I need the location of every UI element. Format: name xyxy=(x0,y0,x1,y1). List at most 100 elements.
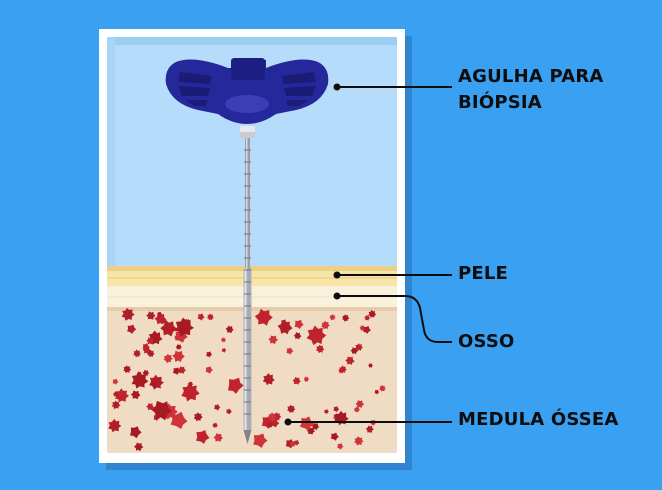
air-inner-shadow xyxy=(107,37,397,45)
marrow-cell xyxy=(268,412,277,421)
marrow-cell xyxy=(134,442,144,452)
marrow-cell xyxy=(112,378,119,385)
marrow-cell xyxy=(333,406,340,412)
skin-label: PELE xyxy=(458,263,509,284)
marrow-cell xyxy=(355,400,365,408)
marrow-cell xyxy=(311,422,320,431)
marrow-cell xyxy=(253,433,268,448)
marrow-cell xyxy=(121,307,135,321)
bone-edge xyxy=(107,307,397,311)
marrow-cell xyxy=(368,310,377,318)
marrow-label: MEDULA ÓSSEA xyxy=(458,409,619,430)
marrow-cell xyxy=(324,409,329,414)
marrow-cell xyxy=(147,349,155,358)
marrow-cell xyxy=(225,325,234,333)
needle-cannula xyxy=(243,268,252,430)
marrow-cell xyxy=(146,311,156,320)
needle-handle-center xyxy=(225,95,269,113)
marrow-cell xyxy=(130,390,141,400)
marrow-cell xyxy=(254,308,273,326)
marrow-cell xyxy=(214,404,221,411)
label-pointer-dots xyxy=(284,83,341,426)
marrow-cell xyxy=(196,430,210,444)
marrow-cell xyxy=(292,376,301,385)
marrow-cell xyxy=(146,337,155,345)
marrow-cell xyxy=(316,344,325,354)
marrow-cell xyxy=(350,347,359,355)
marrow-cell xyxy=(133,349,141,358)
marrow-cell xyxy=(364,315,371,321)
marrow-cell xyxy=(129,426,142,439)
marrow-cell xyxy=(187,381,194,387)
biopsy-needle xyxy=(165,58,329,444)
marrow-cell xyxy=(160,320,178,337)
marrow-cell xyxy=(280,319,288,326)
bone-region xyxy=(107,307,397,453)
marrow-cell xyxy=(146,403,155,411)
marrow-cell xyxy=(221,347,227,353)
marrow-cell xyxy=(205,366,213,374)
marrow-cell xyxy=(330,432,339,441)
marrow-cell xyxy=(271,418,280,428)
marrow-cell xyxy=(368,363,373,368)
marrow-cell xyxy=(197,313,205,321)
marrow-cell xyxy=(220,337,227,343)
marrow-cell xyxy=(213,433,223,442)
marrow-cell xyxy=(354,406,360,413)
marrow-cell xyxy=(365,425,374,433)
needle-cannula-highlight xyxy=(244,268,247,430)
marrow-cell xyxy=(338,365,347,374)
marrow-cell xyxy=(329,314,336,321)
marrow-cell xyxy=(363,326,371,334)
marrow-cell xyxy=(108,418,122,433)
marrow-cell xyxy=(206,351,213,358)
marrow-cell xyxy=(374,389,380,395)
marrow-pointer-dot xyxy=(284,418,292,426)
marrow-cell xyxy=(306,325,327,346)
marrow-cell xyxy=(303,376,310,382)
air-inner-shadow-left xyxy=(107,37,115,267)
marrow-cell xyxy=(163,353,173,364)
marrow-cell xyxy=(142,369,150,376)
marrow-cell xyxy=(175,344,182,350)
needle-markings xyxy=(244,149,251,415)
marrow-cell xyxy=(115,388,129,403)
skin-pointer-dot xyxy=(333,271,341,279)
marrow-cell xyxy=(287,404,296,414)
marrow-cell xyxy=(151,400,173,421)
marrow-cell xyxy=(123,365,132,373)
label-pointers xyxy=(288,86,452,423)
marrow-cell xyxy=(111,400,121,410)
marrow-cell xyxy=(345,356,355,365)
marrow-cell xyxy=(228,377,244,394)
marrow-cells xyxy=(108,307,386,452)
marrow-cell xyxy=(174,317,194,337)
marrow-cell xyxy=(337,443,344,450)
needle-label-line2: BIÓPSIA xyxy=(458,92,542,113)
bone-label: OSSO xyxy=(458,331,515,352)
needle-label-line1: AGULHA PARA xyxy=(458,66,604,87)
bone-pointer-dot xyxy=(333,292,341,300)
needle-collar-shade xyxy=(240,132,255,138)
marrow-cell xyxy=(212,422,218,428)
needle-pointer-dot xyxy=(333,83,341,91)
marrow-cell xyxy=(379,384,386,392)
marrow-cell xyxy=(112,391,119,397)
bone-pointer-line xyxy=(337,295,452,343)
marrow-cell xyxy=(294,319,304,329)
marrow-cell xyxy=(293,332,302,340)
marrow-cell xyxy=(162,318,168,324)
needle-tip xyxy=(243,430,252,444)
marrow-cell xyxy=(299,416,314,431)
marrow-cell xyxy=(354,436,364,446)
marrow-cell xyxy=(177,366,186,374)
marrow-cell xyxy=(286,347,294,355)
marrow-cell xyxy=(131,371,149,389)
marrow-cell xyxy=(226,408,232,415)
marrow-cell xyxy=(170,411,188,429)
marrow-cell xyxy=(172,350,185,363)
marrow-cell xyxy=(156,311,163,317)
marrow-cell xyxy=(127,324,137,334)
marrow-cell xyxy=(293,440,300,446)
